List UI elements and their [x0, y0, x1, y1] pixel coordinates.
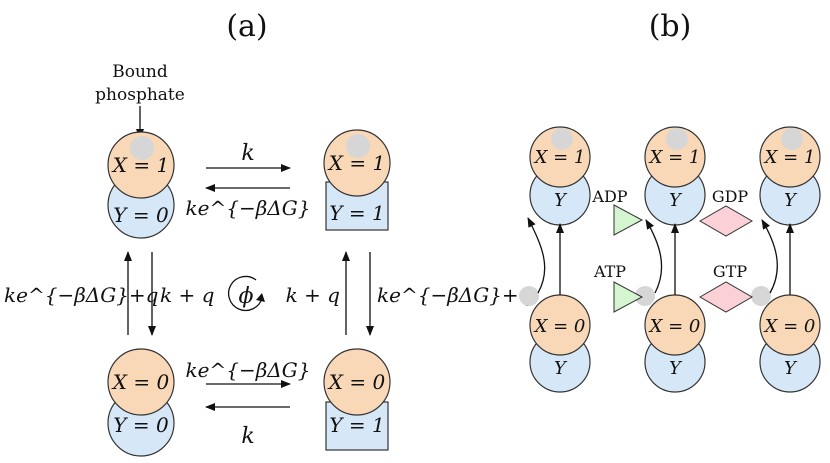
- atp-triangle: [613, 281, 644, 313]
- phosphate-dot: [781, 128, 803, 150]
- free-phosphate-dot-2: [635, 286, 655, 306]
- x-state-label: X = 1: [327, 151, 385, 175]
- atp-label: ATP: [593, 262, 626, 281]
- cycle-symbol: ϕ: [239, 284, 254, 309]
- b-bottom-state-2: X = 0 Y: [644, 294, 706, 393]
- free-phosphate-dot-1: [519, 286, 539, 306]
- x-state-label: X = 0: [533, 316, 586, 337]
- rate-top-forward: k: [241, 141, 254, 166]
- x-state-label: X = 0: [327, 370, 386, 394]
- x-state-label: X = 0: [763, 316, 816, 337]
- gtp-diamond: [698, 281, 754, 313]
- rate-top-backward: ke^{−βΔG}: [186, 196, 311, 220]
- x-circle: [323, 129, 391, 197]
- adp-label: ADP: [591, 187, 627, 206]
- y-state-label: Y: [554, 358, 568, 379]
- y-state-label: Y: [554, 190, 568, 211]
- y-state-label: Y = 1: [329, 413, 384, 437]
- b-curved-arrow-3: [761, 219, 778, 294]
- state-bottom-right: X = 0 Y = 1: [323, 348, 391, 451]
- rate-left-up: ke^{−βΔG}+q: [4, 283, 158, 307]
- x-state-label: X = 1: [533, 147, 586, 168]
- x-circle: [323, 348, 391, 416]
- annotation-line-2: phosphate: [95, 85, 185, 105]
- cycle-current-icon: ϕ: [228, 275, 265, 312]
- rate-bottom-forward: ke^{−βΔG}: [186, 358, 311, 382]
- y-state-label: Y: [784, 190, 798, 211]
- rate-bottom-backward: k: [241, 424, 254, 449]
- state-top-right: X = 1 Y = 1: [323, 129, 391, 231]
- gdp-diamond: [698, 205, 754, 237]
- y-state-label: Y: [669, 190, 683, 211]
- state-top-left: X = 1 Y = 0: [107, 131, 175, 239]
- annotation-line-1: Bound: [112, 62, 168, 82]
- b-top-state-2: X = 1 Y: [644, 126, 706, 226]
- x-state-label: X = 0: [111, 370, 170, 394]
- adp-triangle: [613, 204, 644, 236]
- y-state-label: Y: [669, 358, 683, 379]
- y-state-label: Y = 0: [113, 203, 169, 227]
- phosphate-dot: [130, 136, 154, 160]
- phosphate-dot: [551, 128, 573, 150]
- b-top-state-3: X = 1 Y: [759, 126, 821, 226]
- y-state-label: Y = 0: [113, 413, 169, 437]
- b-top-state-1: X = 1 Y: [529, 126, 591, 226]
- free-phosphate-dot-3: [751, 286, 771, 306]
- x-circle: [107, 348, 175, 416]
- x-state-label: X = 1: [648, 147, 701, 168]
- gdp-label: GDP: [712, 187, 749, 206]
- phosphate-dot: [666, 128, 688, 150]
- x-state-label: X = 0: [648, 316, 701, 337]
- phosphate-dot: [346, 134, 370, 158]
- panel-a-label: (a): [226, 9, 267, 44]
- state-bottom-left: X = 0 Y = 0: [107, 348, 175, 457]
- x-state-label: X = 1: [111, 153, 169, 177]
- y-state-label: Y = 1: [329, 201, 384, 225]
- b-curved-arrow-1: [527, 217, 546, 294]
- x-state-label: X = 1: [763, 147, 816, 168]
- rate-right-down: ke^{−βΔG}+q: [377, 283, 531, 307]
- rate-right-up: k + q: [286, 283, 340, 307]
- x-circle: [107, 131, 175, 199]
- rate-left-down: k + q: [160, 283, 214, 307]
- b-bottom-state-1: X = 0 Y: [529, 294, 591, 393]
- b-bottom-state-3: X = 0 Y: [759, 294, 821, 393]
- panel-b-label: (b): [649, 9, 692, 44]
- gtp-label: GTP: [713, 262, 747, 281]
- y-state-label: Y: [784, 358, 798, 379]
- b-curved-arrow-2: [645, 219, 663, 294]
